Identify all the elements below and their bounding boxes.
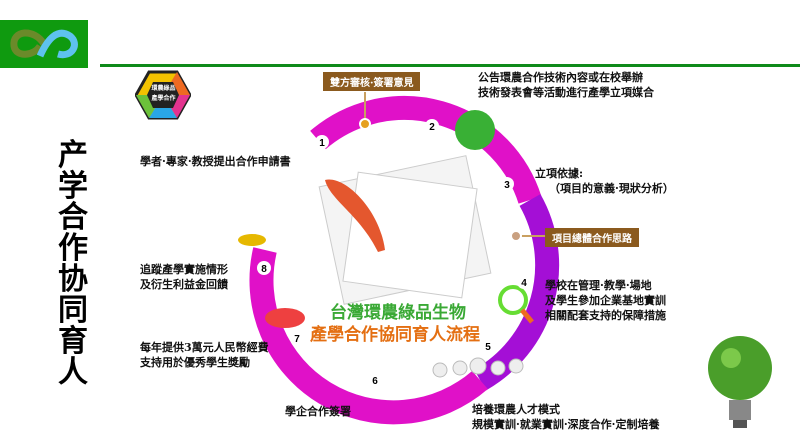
page-title: 产学合作协同育人 bbox=[58, 138, 88, 390]
svg-text:5: 5 bbox=[485, 342, 491, 353]
step-badge-7: 7 bbox=[290, 331, 304, 345]
step-2-caption: 公告環農合作技術內容或在校舉辦技術發表會等活動進行產學立項媒合 bbox=[478, 71, 654, 99]
step-7-caption: 每年提供3萬元人民幣經費支持用於優秀學生獎勵 bbox=[140, 341, 269, 369]
step-5-caption: 培養環農人才模式規模實訓·就業實訓·深度合作·定制培養 bbox=[472, 403, 660, 431]
hexagon-badge-icon bbox=[135, 70, 191, 120]
quill-icon bbox=[325, 179, 385, 252]
svg-text:1: 1 bbox=[319, 138, 325, 149]
infinity-logo-icon bbox=[10, 29, 78, 59]
magnifier-icon bbox=[498, 285, 528, 315]
svg-text:6: 6 bbox=[372, 376, 378, 387]
tag-overall: 項目總體合作思路 bbox=[545, 228, 639, 247]
svg-text:4: 4 bbox=[521, 278, 527, 289]
step-badge-1: 1 bbox=[315, 135, 329, 149]
brand-logo-box bbox=[0, 20, 88, 68]
step-badge-5: 5 bbox=[481, 339, 495, 353]
step-badge-2: 2 bbox=[425, 119, 439, 133]
center-title-line1: 台灣環農綠品生物 bbox=[330, 303, 466, 323]
badge-text: 環農綠品產學合作 bbox=[151, 85, 176, 102]
ring-segment-right bbox=[473, 194, 560, 391]
svg-text:7: 7 bbox=[294, 334, 300, 345]
header-divider bbox=[100, 64, 800, 67]
tag-review: 雙方審核·簽署意見 bbox=[323, 72, 421, 91]
step-4-caption: 學校在管理·教學·場地及學生參加企業基地實訓相關配套支持的保障措施 bbox=[545, 279, 666, 322]
step-3-caption: 立項依據:（項目的意義·現狀分析） bbox=[535, 167, 674, 195]
step-badge-4: 4 bbox=[517, 275, 531, 289]
green-lightbulb-icon bbox=[708, 336, 772, 428]
ring-segment-bottom bbox=[249, 247, 488, 425]
svg-text:2: 2 bbox=[429, 122, 435, 133]
step-badge-8: 8 bbox=[257, 261, 271, 275]
step-1-caption: 學者·專家·教授提出合作申請書 bbox=[140, 155, 291, 168]
step-8-caption: 追蹤產學實施情形及衍生利益金回饋 bbox=[140, 263, 228, 291]
ring-segment-top bbox=[310, 95, 542, 204]
svg-text:8: 8 bbox=[261, 264, 267, 275]
step-badge-3: 3 bbox=[500, 177, 514, 191]
pie-dollar-icon bbox=[265, 308, 305, 328]
globe-icon bbox=[455, 110, 495, 150]
people-icon bbox=[432, 357, 524, 378]
svg-text:3: 3 bbox=[504, 180, 510, 191]
step-badge-6: 6 bbox=[368, 373, 382, 387]
step-6-caption: 學企合作簽署 bbox=[285, 405, 351, 418]
coins-icon bbox=[238, 234, 266, 246]
center-title-line2: 產學合作協同育人流程 bbox=[310, 325, 480, 345]
